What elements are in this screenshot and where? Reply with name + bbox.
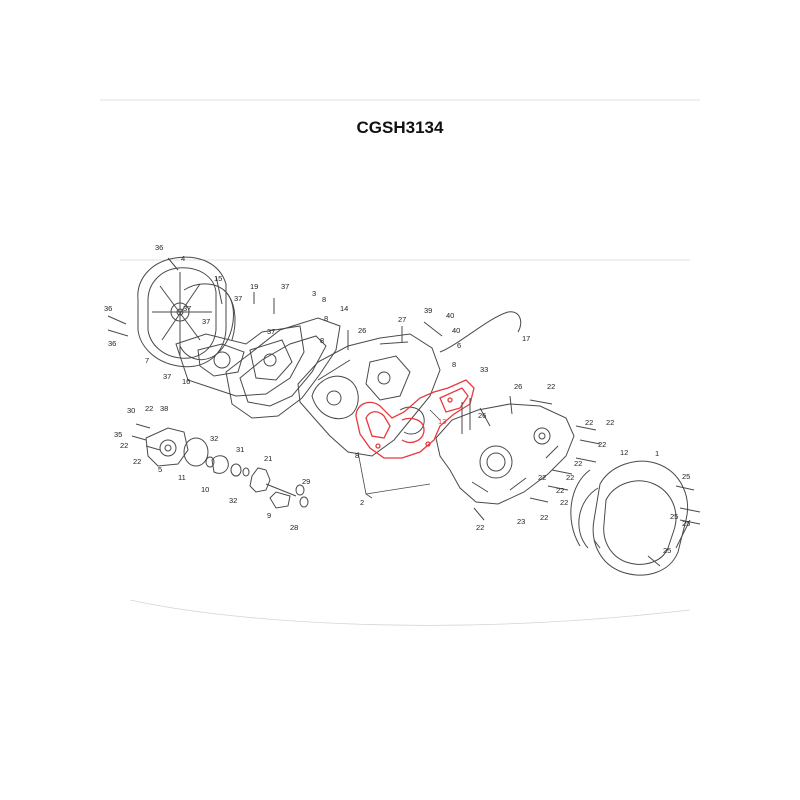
- callout-22: 22: [598, 440, 606, 449]
- callout-22: 22: [574, 459, 582, 468]
- callout-19: 19: [250, 282, 258, 291]
- left-crankcase: [297, 333, 441, 457]
- callout-22: 22: [538, 473, 546, 482]
- callout-11: 11: [178, 473, 186, 482]
- callout-40: 40: [446, 311, 454, 320]
- callout-17: 17: [522, 334, 530, 343]
- callout-23: 23: [517, 517, 525, 526]
- callout-37: 37: [234, 294, 242, 303]
- callout-13: 13: [438, 417, 446, 426]
- callout-25: 25: [682, 472, 690, 481]
- callout-26: 26: [478, 411, 486, 420]
- callout-29: 29: [302, 477, 310, 486]
- callout-8: 8: [452, 360, 456, 369]
- callout-37: 37: [163, 372, 171, 381]
- clutch-cover: [570, 460, 691, 576]
- callout-31: 31: [236, 445, 244, 454]
- right-crankcase: [435, 398, 575, 505]
- water-pump-parts: [145, 427, 309, 509]
- callout-22: 22: [556, 486, 564, 495]
- callout-22: 22: [566, 473, 574, 482]
- callout-22: 22: [540, 513, 548, 522]
- callout-30: 30: [127, 406, 135, 415]
- bolts: [107, 257, 701, 567]
- crankcase-gasket-highlighted: [355, 379, 475, 459]
- callout-8: 8: [322, 295, 326, 304]
- callout-33: 33: [480, 365, 488, 374]
- callout-1: 1: [655, 449, 659, 458]
- callout-8: 8: [324, 314, 328, 323]
- diagram-title: CGSH3134: [356, 118, 444, 137]
- callout-40: 40: [452, 326, 460, 335]
- water-pump-housing: [175, 325, 305, 397]
- callout-labels: 36 4 15 19 37 3 8 14 37 37 26 8 36 36 37…: [104, 243, 690, 555]
- callout-36: 36: [155, 243, 163, 252]
- callout-5: 5: [158, 465, 162, 474]
- callout-21: 21: [264, 454, 272, 463]
- callout-22: 22: [133, 457, 141, 466]
- background-faint-layer: [100, 99, 700, 626]
- callout-8: 8: [320, 336, 324, 345]
- callout-2: 2: [360, 498, 364, 507]
- callout-22: 22: [585, 418, 593, 427]
- cover-gasket: [179, 283, 234, 361]
- oil-line: [439, 311, 522, 353]
- callout-26: 26: [358, 326, 366, 335]
- ignition-cover-gasket: [225, 317, 341, 419]
- callout-37: 37: [202, 317, 210, 326]
- callout-4: 4: [181, 254, 185, 263]
- callout-6: 6: [457, 341, 461, 350]
- callout-3: 3: [312, 289, 316, 298]
- callout-25: 25: [682, 519, 690, 528]
- callout-36: 36: [104, 304, 112, 313]
- callout-25: 25: [670, 512, 678, 521]
- callout-37: 37: [267, 327, 275, 336]
- callout-22: 22: [120, 441, 128, 450]
- callout-16: 16: [182, 377, 190, 386]
- callout-22: 22: [560, 498, 568, 507]
- callout-22: 22: [547, 382, 555, 391]
- callout-8: 8: [355, 451, 359, 460]
- callout-22: 22: [145, 404, 153, 413]
- callout-35: 35: [114, 430, 122, 439]
- callout-39: 39: [424, 306, 432, 315]
- callout-9: 9: [267, 511, 271, 520]
- callout-37: 37: [183, 304, 191, 313]
- callout-28: 28: [290, 523, 298, 532]
- callout-25: 25: [663, 546, 671, 555]
- callout-37: 37: [281, 282, 289, 291]
- callout-32: 32: [210, 434, 218, 443]
- callout-38: 38: [160, 404, 168, 413]
- callout-22: 22: [606, 418, 614, 427]
- callout-36: 36: [108, 339, 116, 348]
- callout-15: 15: [214, 274, 222, 283]
- callout-32: 32: [229, 496, 237, 505]
- callout-27: 27: [398, 315, 406, 324]
- callout-12: 12: [620, 448, 628, 457]
- callout-7: 7: [145, 356, 149, 365]
- callout-14: 14: [340, 304, 348, 313]
- callout-leaders: [357, 409, 441, 499]
- callout-22: 22: [476, 523, 484, 532]
- callout-10: 10: [201, 485, 209, 494]
- callout-26: 26: [514, 382, 522, 391]
